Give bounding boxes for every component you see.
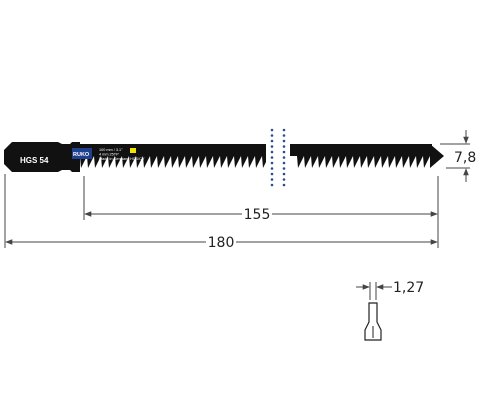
- break-dot: [282, 150, 286, 154]
- break-dot: [270, 167, 274, 170]
- break-dot: [270, 150, 274, 154]
- break-dot: [270, 139, 274, 143]
- spec-line-1: 100 mm / 3.1": [99, 148, 123, 152]
- blade-tip: [430, 144, 444, 168]
- brand-logo: RUKO: [73, 152, 90, 158]
- break-dots: [270, 128, 286, 187]
- break-dot: [282, 178, 286, 181]
- total-length-dimension: 180: [4, 174, 438, 251]
- height-dimension: 7,8: [440, 130, 476, 182]
- height-value: 7,8: [454, 150, 476, 166]
- break-dot: [282, 167, 286, 170]
- thickness-detail: 1,27: [356, 280, 424, 341]
- brand-logo-box: [72, 148, 92, 159]
- break-dot: [270, 178, 274, 181]
- break-dot: [270, 145, 274, 148]
- break-dot: [270, 183, 274, 187]
- break-dot: [270, 134, 274, 137]
- total-length-value: 180: [208, 235, 235, 251]
- break-dot: [270, 161, 274, 165]
- blade-cross-section: [364, 302, 382, 341]
- break-dot: [282, 161, 286, 165]
- spec-line-3: Made in Germany: [99, 157, 129, 161]
- working-length-dimension: 155: [83, 176, 439, 248]
- break-dot: [282, 145, 286, 148]
- blade-tooth-row: [80, 156, 430, 168]
- material-marker: [130, 148, 136, 153]
- break-dot: [270, 172, 274, 176]
- spec-line-2: 4 mm 25TP: [99, 153, 119, 157]
- jigsaw-blade: HGS 54 RUKO 100 mm / 3.1" 4 mm 25TP Made…: [4, 128, 444, 190]
- model-label: HGS 54: [20, 156, 49, 165]
- break-dot: [282, 156, 286, 159]
- break-dot: [282, 134, 286, 137]
- material-label: HCS/CV: [130, 157, 145, 161]
- break-gap: [266, 128, 290, 190]
- break-dot: [282, 128, 286, 132]
- break-dot: [282, 183, 286, 187]
- thickness-value: 1,27: [393, 280, 424, 296]
- break-dot: [270, 156, 274, 159]
- break-dot: [282, 172, 286, 176]
- blade-shank: [4, 142, 80, 172]
- blade-body: [76, 144, 432, 156]
- working-length-value: 155: [244, 207, 271, 223]
- break-dot: [270, 128, 274, 132]
- break-dot: [282, 139, 286, 143]
- blade-teeth: [80, 156, 430, 168]
